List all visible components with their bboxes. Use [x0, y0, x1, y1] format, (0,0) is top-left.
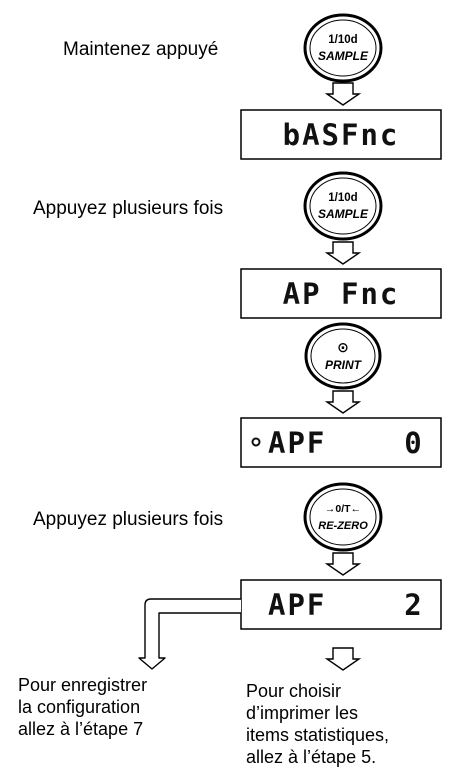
- down-arrow-icon: [324, 390, 362, 414]
- rezero-key-top: →0/T←: [325, 503, 361, 515]
- display-basfnc-text: bASFnc: [283, 118, 400, 152]
- press-repeat-instruction-1: Appuyez plusieurs fois: [33, 198, 223, 219]
- display-apf-2: APF 2: [240, 579, 442, 630]
- outcome-left-line-2: la configuration: [18, 697, 140, 717]
- outcome-print-statistics: Pour choisir d’imprimer les items statis…: [246, 681, 389, 767]
- sample-key-1[interactable]: 1/10d SAMPLE: [303, 13, 383, 83]
- rezero-key[interactable]: →0/T← RE-ZERO: [303, 482, 383, 552]
- outcome-right-line-1: Pour choisir: [246, 681, 341, 701]
- display-basfnc: bASFnc: [240, 109, 442, 160]
- print-key[interactable]: ⊙ PRINT: [304, 322, 382, 390]
- down-arrow-icon: [324, 552, 362, 576]
- sample-key-2-top: 1/10d: [328, 192, 357, 204]
- display-apf-2-text: APF 2: [268, 588, 424, 622]
- press-repeat-instruction-2: Appuyez plusieurs fois: [33, 509, 223, 530]
- down-arrow-icon: [324, 241, 362, 265]
- outcome-right-line-3: items statistiques,: [246, 725, 389, 745]
- outcome-save-settings: Pour enregistrer la configuration allez …: [18, 675, 147, 739]
- print-key-icon: ⊙: [337, 339, 349, 355]
- display-apf-0: APF 0: [240, 417, 442, 468]
- outcome-right-line-4: allez à l’étape 5.: [246, 747, 376, 767]
- outcome-left-line-3: allez à l’étape 7: [18, 719, 143, 739]
- display-ap-fnc-text: AP Fnc: [283, 277, 400, 311]
- print-key-label: PRINT: [325, 358, 363, 372]
- bent-arrow-icon: [138, 598, 241, 670]
- display-apf-0-text: APF 0: [268, 426, 424, 460]
- sample-key-1-bottom: SAMPLE: [318, 49, 369, 63]
- down-arrow-icon: [324, 82, 362, 106]
- outcome-left-line-1: Pour enregistrer: [18, 675, 147, 695]
- sample-key-1-top: 1/10d: [328, 34, 357, 46]
- rezero-key-bottom: RE-ZERO: [318, 520, 368, 532]
- sample-key-2-bottom: SAMPLE: [318, 207, 369, 221]
- outcome-right-line-2: d’imprimer les: [246, 703, 358, 723]
- display-ap-fnc: AP Fnc: [240, 268, 442, 319]
- stable-indicator-icon: [251, 437, 261, 447]
- sample-key-2[interactable]: 1/10d SAMPLE: [303, 171, 383, 241]
- down-arrow-icon: [324, 647, 362, 671]
- hold-instruction: Maintenez appuyé: [63, 39, 218, 60]
